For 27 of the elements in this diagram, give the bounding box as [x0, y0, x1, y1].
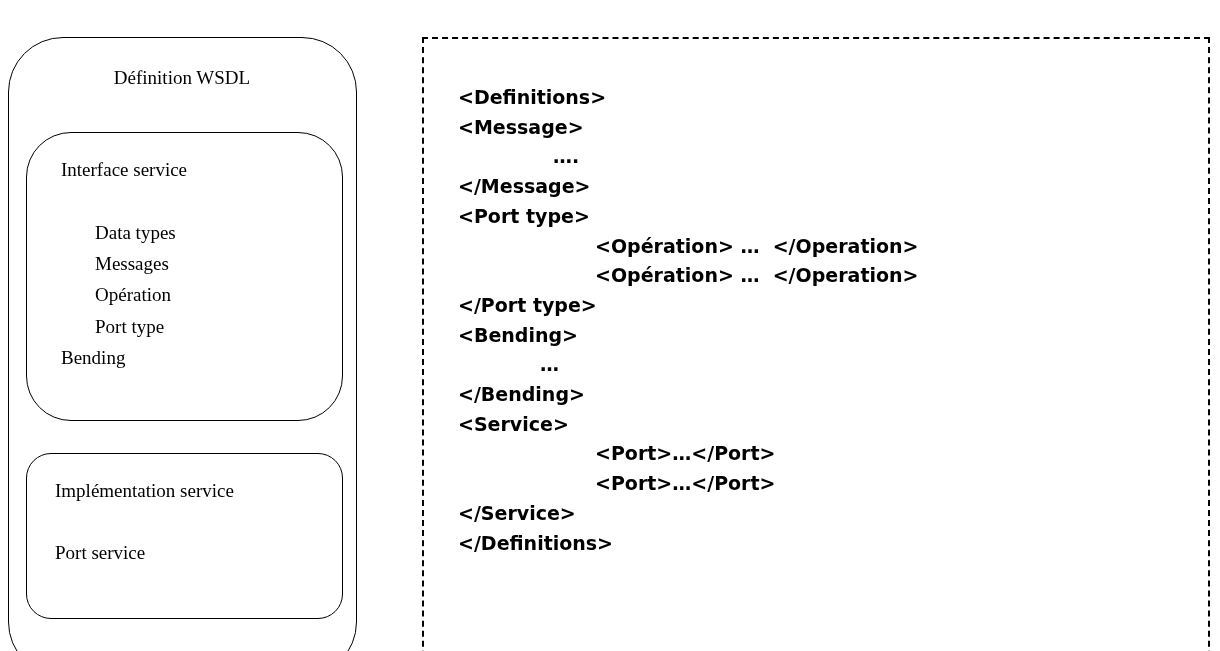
- list-item: Port service: [55, 543, 146, 562]
- list-item: Opération: [95, 285, 171, 304]
- code-line: <Port>…</Port>: [595, 474, 776, 494]
- list-item: Bending: [61, 348, 126, 367]
- code-line: <Bending>: [458, 325, 578, 345]
- code-line: </Bending>: [458, 385, 585, 404]
- code-line: <Service>: [458, 414, 569, 434]
- list-item: Data types: [95, 223, 176, 242]
- code-line: …: [540, 355, 559, 375]
- list-item: Interface service: [61, 160, 188, 179]
- code-line: <Message>: [458, 117, 584, 137]
- code-line: <Definitions>: [458, 88, 607, 107]
- code-line: ….: [553, 147, 580, 167]
- code-line: </Service>: [458, 503, 576, 523]
- list-item: Définition WSDL: [112, 68, 252, 87]
- code-line: <Port type>: [458, 206, 590, 226]
- code-line: </Definitions>: [458, 533, 614, 553]
- code-line: </Message>: [458, 177, 591, 197]
- code-line: <Port>…</Port>: [595, 444, 776, 464]
- code-line: </Port type>: [458, 295, 597, 315]
- list-item: Messages: [95, 254, 169, 273]
- rounded-box: [26, 453, 343, 619]
- list-item: Port type: [95, 317, 165, 336]
- code-line: <Opération> … </Operation>: [595, 236, 919, 256]
- list-item: Implémentation service: [55, 481, 234, 500]
- code-line: <Opération> … </Operation>: [595, 266, 919, 286]
- rounded-box: [26, 132, 343, 421]
